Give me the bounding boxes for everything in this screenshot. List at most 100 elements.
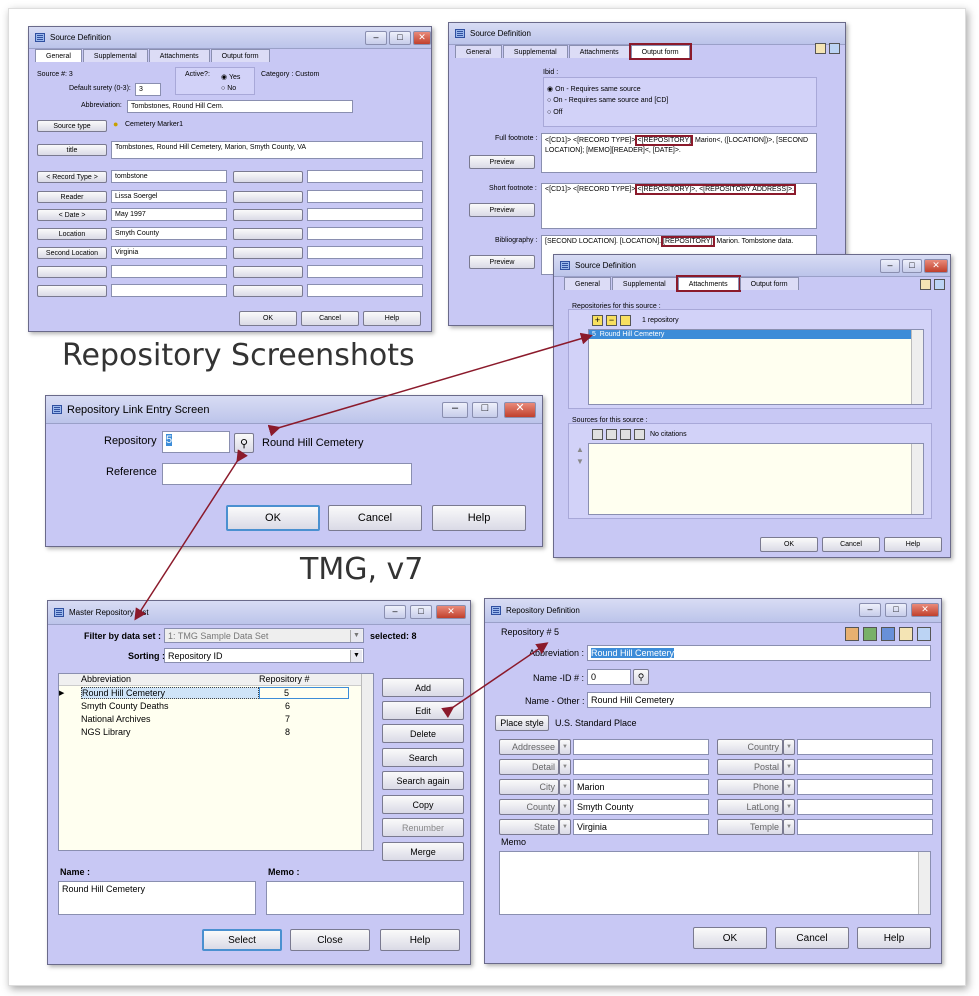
maximize-button[interactable]: □: [902, 259, 922, 273]
column-header-repository-number[interactable]: Repository #: [259, 674, 310, 684]
tab-general[interactable]: General: [564, 277, 611, 290]
binoculars-icon[interactable]: ⚲: [633, 669, 649, 685]
ok-button[interactable]: OK: [239, 311, 297, 326]
help-button[interactable]: Help: [363, 311, 421, 326]
sorting-select[interactable]: Repository ID ▼: [164, 648, 364, 663]
empty-button[interactable]: [37, 285, 107, 297]
empty-button[interactable]: [233, 247, 303, 259]
name-field[interactable]: Round Hill Cemetery: [58, 881, 256, 915]
tab-output-form[interactable]: Output form: [210, 49, 270, 62]
state-field[interactable]: Virginia: [573, 819, 709, 835]
abbreviation-field[interactable]: Round Hill Cemetery: [587, 645, 931, 661]
chevron-down-icon[interactable]: ▼: [559, 799, 571, 815]
list-item[interactable]: 5 Round Hill Cemetery: [589, 330, 923, 339]
maximize-button[interactable]: □: [389, 31, 411, 45]
tab-output-form[interactable]: Output form: [628, 43, 692, 60]
empty-button[interactable]: [37, 266, 107, 278]
close-button[interactable]: ✕: [911, 603, 939, 617]
cancel-button[interactable]: Cancel: [301, 311, 359, 326]
ok-button[interactable]: OK: [693, 927, 767, 949]
country-field[interactable]: [797, 739, 933, 755]
name-id-field[interactable]: 0: [587, 669, 631, 685]
second-location-field[interactable]: Virginia: [111, 246, 227, 259]
empty-field[interactable]: [111, 265, 227, 278]
detail-field[interactable]: [573, 759, 709, 775]
cancel-button[interactable]: Cancel: [328, 505, 422, 531]
add-button[interactable]: Add: [382, 678, 464, 697]
close-button[interactable]: ✕: [924, 259, 948, 273]
minimize-button[interactable]: –: [442, 402, 468, 418]
memo-field[interactable]: [499, 851, 931, 915]
notes-icon[interactable]: [920, 279, 931, 290]
edit-button[interactable]: Edit: [382, 701, 464, 720]
repository-field[interactable]: 5: [162, 431, 230, 453]
repositories-list[interactable]: 5 Round Hill Cemetery: [588, 329, 924, 405]
copy-icon[interactable]: [606, 429, 617, 440]
add-icon[interactable]: [592, 429, 603, 440]
help-button[interactable]: Help: [432, 505, 526, 531]
repository-table[interactable]: Abbreviation Repository # ▶ Round Hill C…: [58, 673, 374, 851]
table-row[interactable]: ▶ Round Hill Cemetery 5: [59, 686, 373, 699]
postal-label[interactable]: Postal: [717, 759, 783, 775]
pin-icon[interactable]: [917, 627, 931, 641]
ok-button[interactable]: OK: [760, 537, 818, 552]
scrollbar[interactable]: [918, 852, 930, 914]
date-button[interactable]: < Date >: [37, 209, 107, 221]
date-field[interactable]: May 1997: [111, 208, 227, 221]
empty-button[interactable]: [233, 191, 303, 203]
maximize-button[interactable]: □: [410, 605, 432, 619]
tab-output-form[interactable]: Output form: [739, 277, 799, 290]
chevron-down-icon[interactable]: ▼: [783, 799, 795, 815]
chevron-down-icon[interactable]: ▼: [559, 779, 571, 795]
empty-field[interactable]: [307, 265, 423, 278]
empty-field[interactable]: [307, 170, 423, 183]
city-field[interactable]: Marion: [573, 779, 709, 795]
chevron-down-icon[interactable]: ▼: [783, 739, 795, 755]
minimize-button[interactable]: –: [880, 259, 900, 273]
compass-icon[interactable]: [881, 627, 895, 641]
country-label[interactable]: Country: [717, 739, 783, 755]
globe-icon[interactable]: [863, 627, 877, 641]
empty-field[interactable]: [307, 227, 423, 240]
tab-attachments[interactable]: Attachments: [148, 49, 210, 62]
minimize-button[interactable]: –: [365, 31, 387, 45]
table-row[interactable]: National Archives 7: [59, 712, 373, 725]
tab-attachments[interactable]: Attachments: [568, 45, 630, 58]
person-icon[interactable]: [845, 627, 859, 641]
active-no-radio[interactable]: ○ No: [221, 85, 237, 92]
binoculars-icon[interactable]: ⚲: [234, 433, 254, 453]
scrollbar[interactable]: [911, 444, 923, 514]
sources-list[interactable]: [588, 443, 924, 515]
phone-label[interactable]: Phone: [717, 779, 783, 795]
close-button[interactable]: ✕: [436, 605, 466, 619]
ibid-option-2-radio[interactable]: ○ On - Requires same source and [CD]: [547, 97, 669, 104]
location-button[interactable]: Location: [37, 228, 107, 240]
cancel-button[interactable]: Cancel: [822, 537, 880, 552]
county-label[interactable]: County: [499, 799, 559, 815]
default-surety-field[interactable]: 3: [135, 83, 161, 96]
move-down-icon[interactable]: ▼: [576, 457, 584, 466]
memo-field[interactable]: [266, 881, 464, 915]
copy-icon[interactable]: [620, 429, 631, 440]
table-row[interactable]: NGS Library 8: [59, 725, 373, 738]
addressee-field[interactable]: [573, 739, 709, 755]
tab-supplemental[interactable]: Supplemental: [502, 45, 568, 58]
ibid-option-1-radio[interactable]: ◉ On - Requires same source: [547, 86, 641, 93]
empty-field[interactable]: [307, 284, 423, 297]
place-style-button[interactable]: Place style: [495, 715, 549, 731]
state-label[interactable]: State: [499, 819, 559, 835]
notes-icon[interactable]: [899, 627, 913, 641]
second-location-button[interactable]: Second Location: [37, 247, 107, 259]
merge-button[interactable]: Merge: [382, 842, 464, 861]
empty-button[interactable]: [233, 228, 303, 240]
maximize-button[interactable]: □: [472, 402, 498, 418]
preview-button[interactable]: Preview: [469, 255, 535, 269]
select-button[interactable]: Select: [202, 929, 282, 951]
temple-field[interactable]: [797, 819, 933, 835]
tab-attachments[interactable]: Attachments: [675, 275, 741, 292]
reader-button[interactable]: Reader: [37, 191, 107, 203]
phone-field[interactable]: [797, 779, 933, 795]
notes-icon[interactable]: [815, 43, 826, 54]
record-type-field[interactable]: tombstone: [111, 170, 227, 183]
ibid-option-3-radio[interactable]: ○ Off: [547, 109, 563, 116]
